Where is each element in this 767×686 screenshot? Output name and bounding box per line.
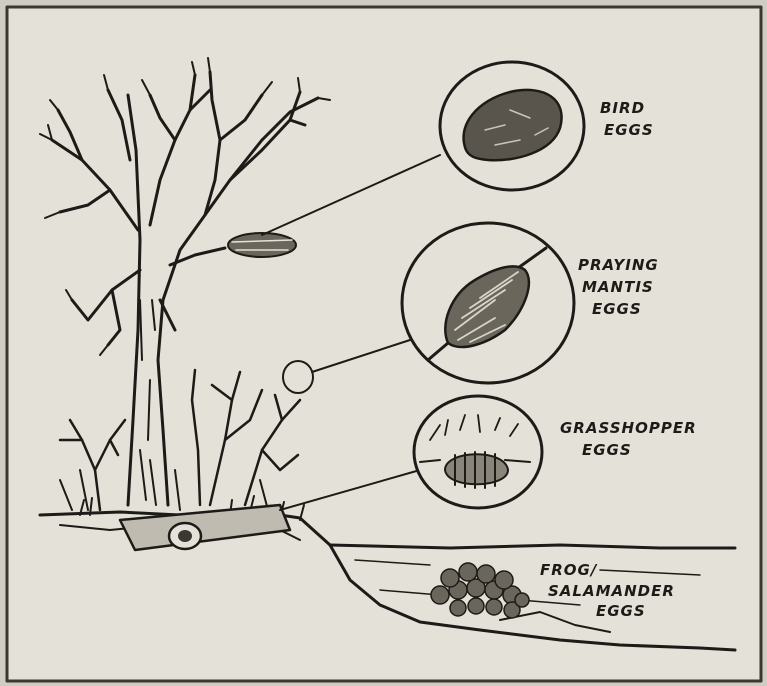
bird-egg-callout	[440, 62, 584, 190]
mantis-label-line-1: PRAYING	[578, 256, 659, 274]
bird-label-line-2: EGGS	[604, 121, 654, 139]
mantis-egg-callout	[402, 223, 574, 383]
frog-label-line-3: EGGS	[596, 602, 646, 620]
paper-frame	[7, 7, 761, 681]
mantis-label-line-3: EGGS	[592, 300, 642, 318]
grasshopper-label-line-1: GRASSHOPPER	[560, 419, 697, 437]
frog-label-line-2: SALAMANDER	[548, 582, 675, 600]
grasshopper-egg-callout	[414, 396, 542, 508]
grasshopper-label-line-2: EGGS	[582, 441, 632, 459]
mantis-label-line-2: MANTIS	[582, 278, 654, 296]
bird-label-line-1: BIRD	[600, 99, 645, 117]
frog-label-line-1: FROG/	[540, 561, 598, 579]
nest	[228, 233, 296, 257]
